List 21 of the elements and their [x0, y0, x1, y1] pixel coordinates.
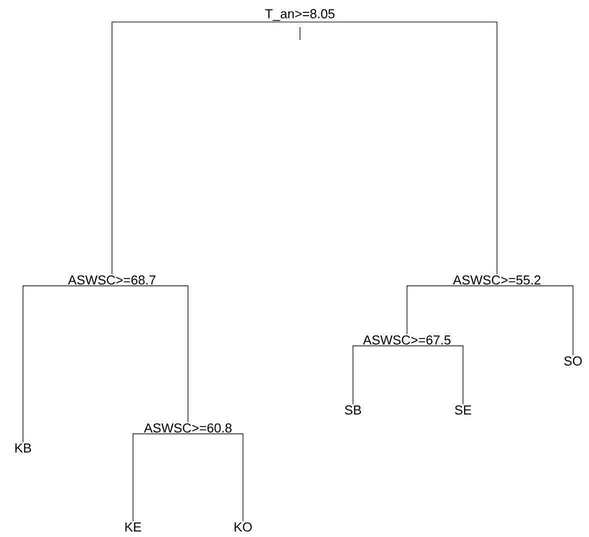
- split-label: ASWSC>=60.8: [144, 423, 232, 433]
- tree-branch: [300, 22, 498, 275]
- tree-branch: [188, 433, 244, 522]
- leaf-label: KB: [15, 444, 31, 452]
- split-label: T_an>=8.05: [265, 9, 334, 21]
- leaf-label: KE: [125, 522, 142, 532]
- tree-branch: [406, 285, 498, 335]
- leaf-label: SE: [454, 405, 472, 415]
- leaf-label: KO: [234, 522, 252, 532]
- tree-branch: [112, 22, 300, 275]
- tree-branch: [352, 345, 408, 405]
- tree-branch: [406, 345, 464, 405]
- leaf-label: SO: [564, 356, 582, 366]
- leaf-label: SB: [344, 405, 361, 415]
- split-label: ASWSC>=68.7: [68, 275, 156, 285]
- split-label: ASWSC>=55.2: [452, 275, 540, 285]
- tree-branch: [496, 285, 574, 356]
- split-label: ASWSC>=67.5: [362, 335, 451, 345]
- tree-branch: [22, 285, 112, 443]
- tree-branch: [112, 285, 188, 423]
- tree-branch: [132, 433, 188, 522]
